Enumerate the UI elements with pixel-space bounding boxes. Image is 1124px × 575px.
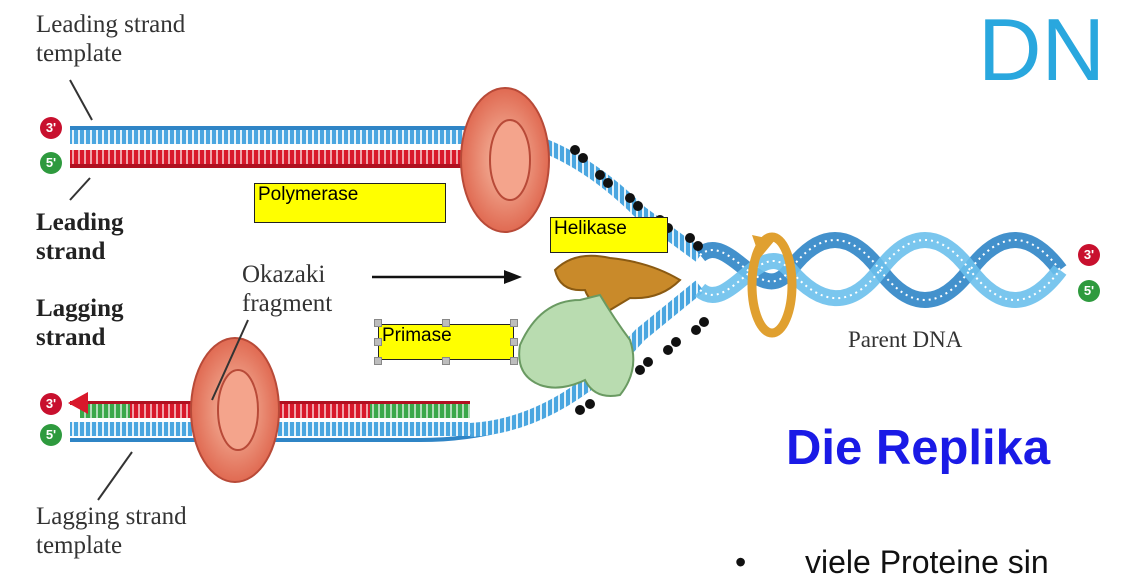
- slide-heading: Die Replika: [786, 421, 1051, 475]
- label-parent-dna: Parent DNA: [848, 327, 963, 352]
- binding-proteins: [570, 145, 709, 415]
- primase-shape: [518, 293, 635, 397]
- bullet-item: • viele Proteine sin: [735, 544, 1049, 575]
- twist-arrow-icon: [747, 232, 797, 338]
- leader-line-leading-template: [69, 79, 93, 121]
- label-okazaki-fragment: Okazaki fragment: [242, 261, 333, 317]
- prime-3-bottom-left: 3': [40, 393, 62, 415]
- bullet-dot-icon: •: [735, 544, 747, 575]
- selection-handle[interactable]: [374, 357, 382, 365]
- selection-handle[interactable]: [510, 338, 518, 346]
- leading-new-strand: [70, 148, 528, 188]
- selection-handle[interactable]: [442, 319, 450, 327]
- annotation-primase[interactable]: Primase: [378, 324, 514, 360]
- prime-5-right: 5': [1078, 280, 1100, 302]
- selection-handle[interactable]: [374, 338, 382, 346]
- label-leading-strand-template: Leading strand template: [36, 11, 186, 67]
- selection-handle[interactable]: [442, 357, 450, 365]
- helicase-shape: [553, 254, 682, 312]
- okazaki-arrow: [372, 270, 522, 284]
- leader-line-leading-strand: [69, 177, 91, 201]
- prime-3-right: 3': [1078, 244, 1100, 266]
- polymerase-ring-lagging: [190, 337, 280, 483]
- selection-handle[interactable]: [374, 319, 382, 327]
- slide-title: DN: [978, 0, 1106, 99]
- label-lagging-strand: Lagging strand: [36, 295, 124, 351]
- label-lagging-strand-template: Lagging strand template: [36, 503, 187, 559]
- leader-line-okazaki: [211, 319, 249, 401]
- annotation-helikase[interactable]: Helikase: [550, 217, 668, 253]
- polymerase-ring-leading: [460, 87, 550, 233]
- annotation-polymerase[interactable]: Polymerase: [254, 183, 446, 223]
- prime-3-top-left: 3': [40, 117, 62, 139]
- selection-handle[interactable]: [510, 319, 518, 327]
- bullet-text: viele Proteine sin: [805, 544, 1049, 575]
- selection-handle[interactable]: [510, 357, 518, 365]
- prime-5-top-left: 5': [40, 152, 62, 174]
- label-leading-strand: Leading strand: [36, 209, 124, 265]
- prime-5-bottom-left: 5': [40, 424, 62, 446]
- leader-line-lagging-template: [97, 451, 133, 501]
